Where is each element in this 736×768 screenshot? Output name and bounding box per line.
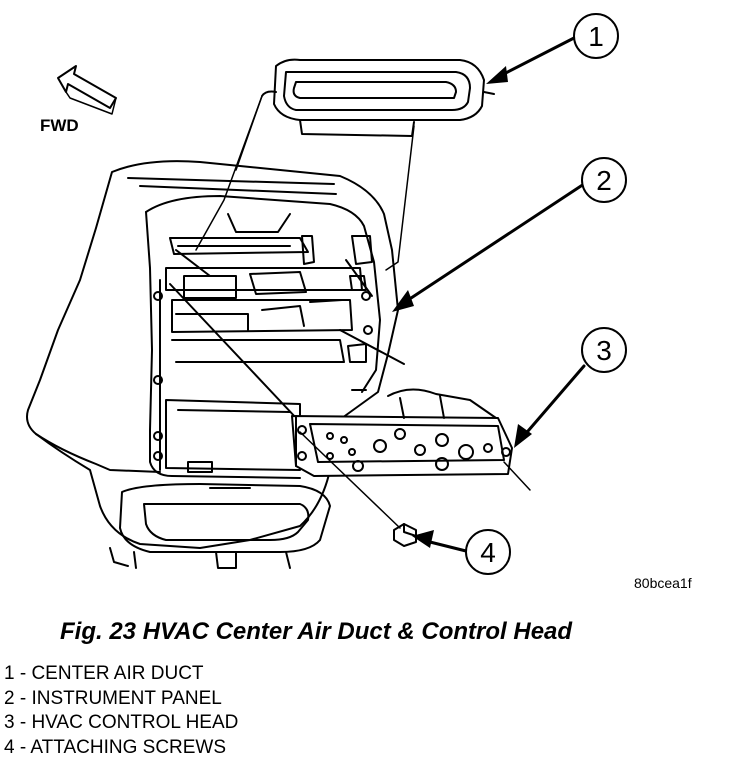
callout-4-label: 4 xyxy=(480,537,496,568)
callout-2-label: 2 xyxy=(596,165,612,196)
legend-item: 4 - ATTACHING SCREWS xyxy=(4,736,227,758)
instrument-panel xyxy=(26,160,405,569)
hvac-control-head xyxy=(291,388,531,491)
center-air-duct xyxy=(261,58,495,137)
legend-item: 1 - CENTER AIR DUCT xyxy=(4,663,204,684)
callout-circles xyxy=(465,13,627,575)
attaching-screw-icon xyxy=(299,431,417,547)
legend-item: 3 - HVAC CONTROL HEAD xyxy=(4,712,239,733)
callout-1-label: 1 xyxy=(588,21,604,52)
fwd-arrow-icon xyxy=(57,65,117,115)
callout-arrows xyxy=(400,36,586,554)
callout-3-label: 3 xyxy=(596,335,612,366)
figure-code: 80bcea1f xyxy=(634,575,692,591)
fwd-label: FWD xyxy=(40,116,79,135)
legend-list: 1 - CENTER AIR DUCT 2 - INSTRUMENT PANEL… xyxy=(4,662,238,760)
hvac-diagram: 1 2 3 4 xyxy=(26,13,627,575)
legend-item: 2 - INSTRUMENT PANEL xyxy=(4,687,222,709)
figure-caption: Fig. 23 HVAC Center Air Duct & Control H… xyxy=(60,618,573,645)
